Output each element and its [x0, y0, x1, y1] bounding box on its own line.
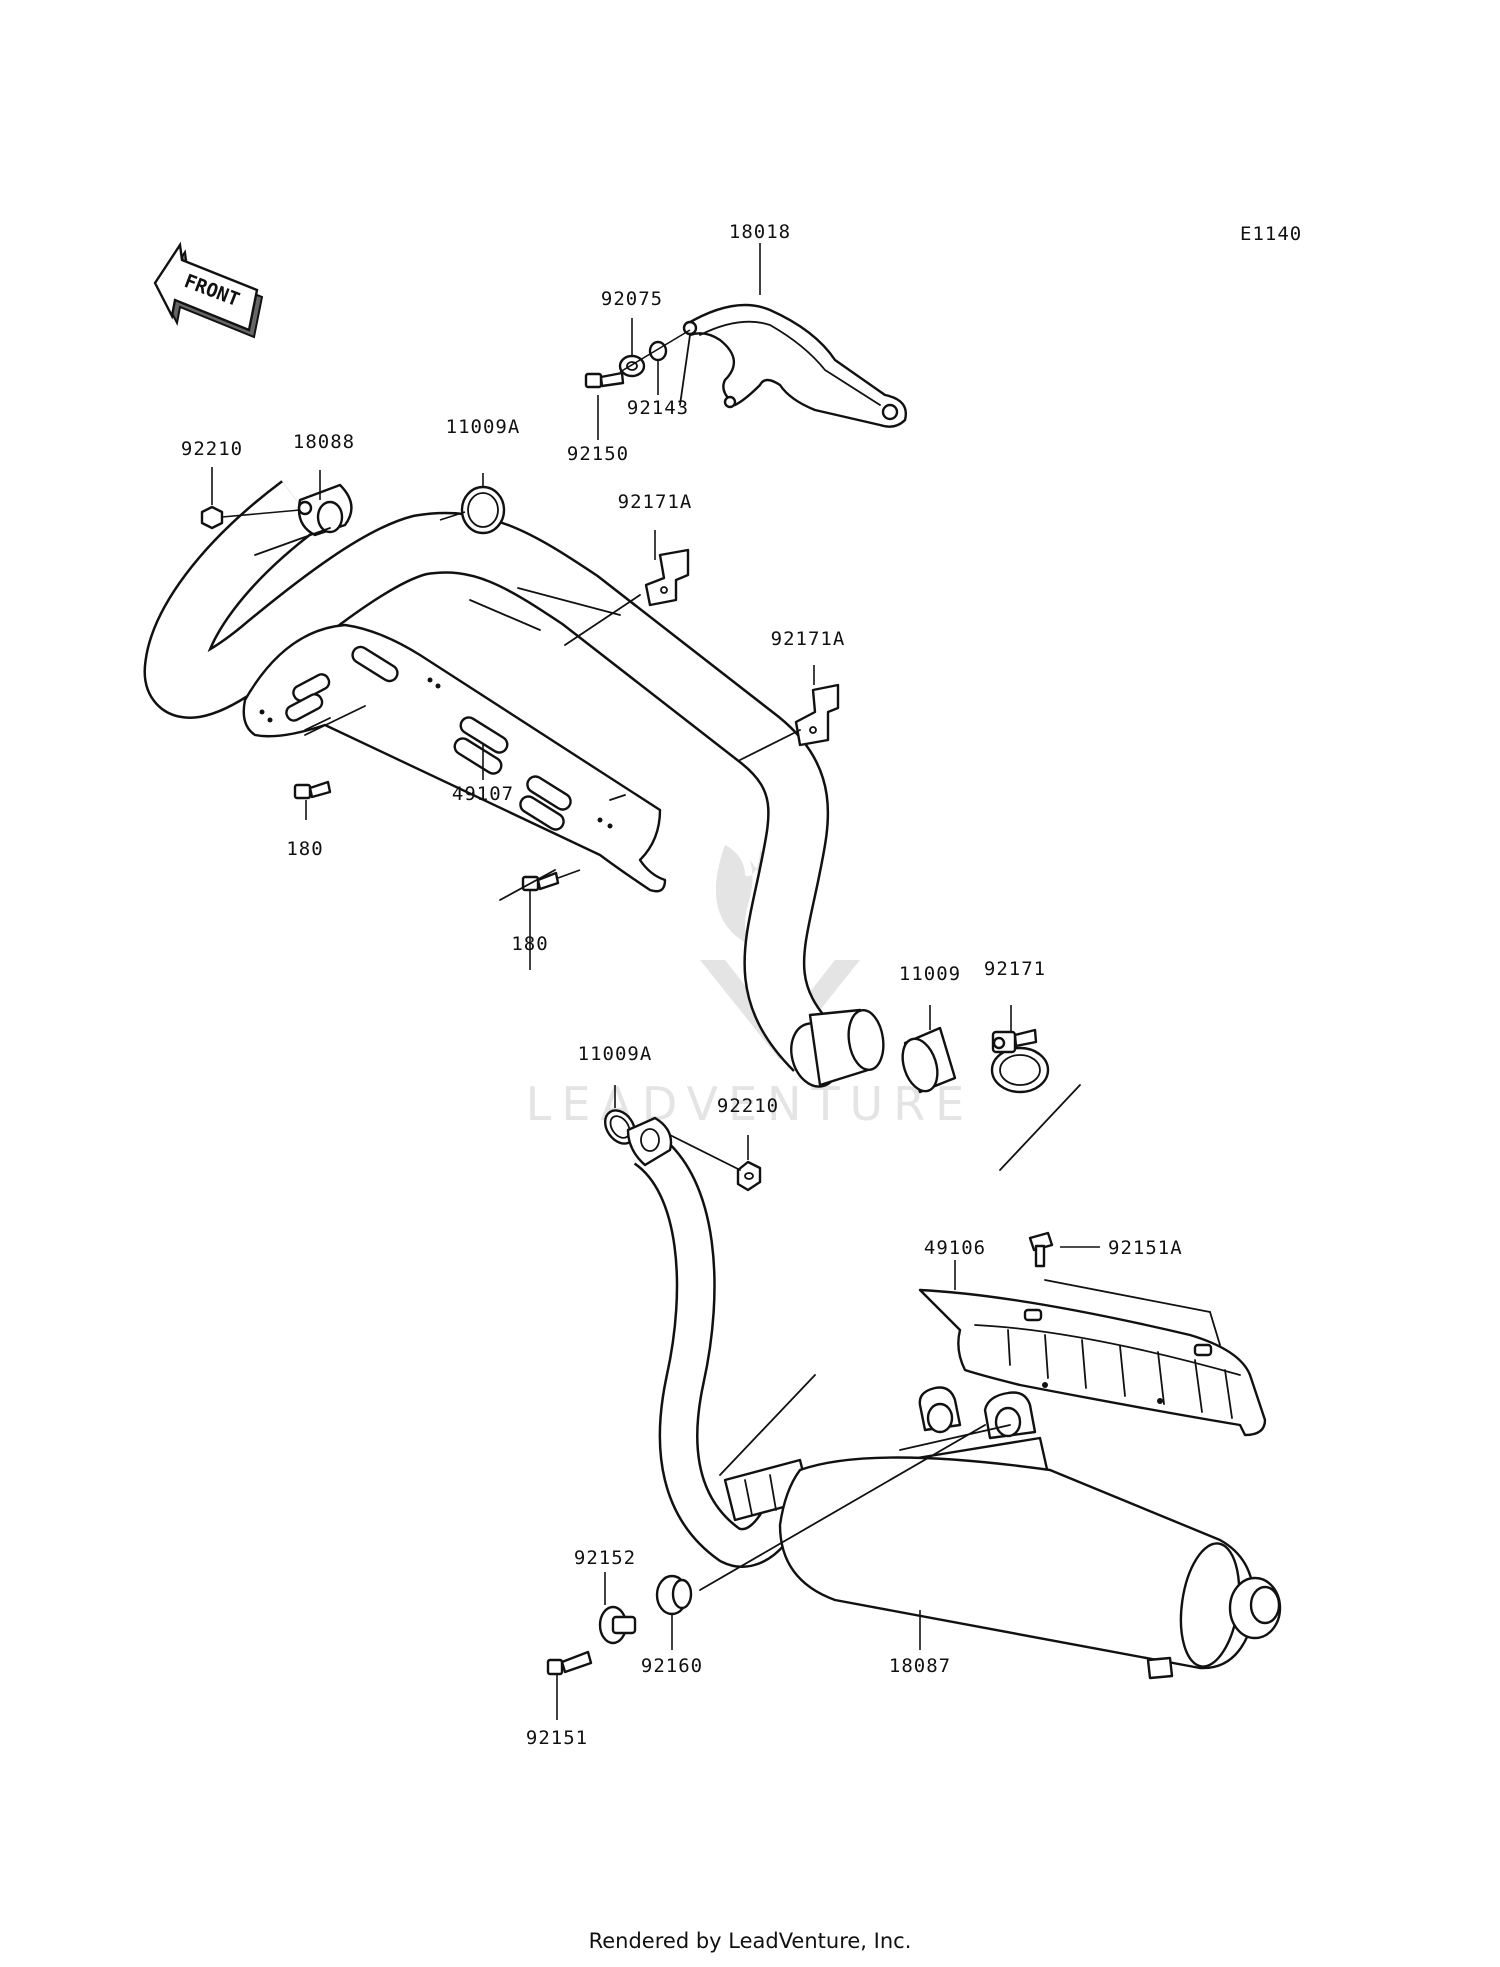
label-180-b: 180 [511, 933, 548, 955]
bracket-92171A-1 [644, 548, 690, 607]
clamp-92171 [990, 1028, 1050, 1094]
grommet-92160 [655, 1574, 693, 1616]
muffler-18087 [778, 1386, 1282, 1680]
front-arrow-icon: FRONT [153, 241, 264, 339]
label-92150: 92150 [567, 443, 629, 465]
heat-shield-49107 [242, 623, 667, 893]
label-18088: 18088 [293, 431, 355, 453]
label-11009A-bottom: 11009A [578, 1043, 653, 1065]
watermark: LEADVENTURE [526, 845, 975, 1131]
diagram-code: E1140 [1240, 223, 1302, 245]
bolt-92151A [1028, 1231, 1054, 1268]
bolt-92151 [546, 1650, 593, 1676]
label-180-a: 180 [286, 838, 323, 860]
label-92075: 92075 [601, 288, 663, 310]
label-11009: 11009 [899, 963, 961, 985]
label-11009A-top: 11009A [446, 416, 521, 438]
watermark-v-icon [700, 960, 860, 1060]
nut-92210-bottom [736, 1160, 762, 1192]
label-18087: 18087 [889, 1655, 951, 1677]
label-92152: 92152 [574, 1547, 636, 1569]
heat-guard-18018 [682, 303, 907, 428]
footer-credit: Rendered by LeadVenture, Inc. [589, 1929, 912, 1953]
watermark-text: LEADVENTURE [526, 1077, 975, 1131]
label-92171A-2: 92171A [771, 628, 846, 650]
leader-lines [211, 243, 1100, 1720]
bolt-180-a [293, 780, 332, 800]
label-92151: 92151 [526, 1727, 588, 1749]
label-92210-bottom: 92210 [717, 1095, 779, 1117]
nut-92210-top [200, 505, 224, 530]
bolt-92150 [584, 371, 625, 389]
washer-92143 [648, 340, 668, 362]
label-92171: 92171 [984, 958, 1046, 980]
label-92171A-1: 92171A [618, 491, 693, 513]
bracket-92171A-2 [794, 683, 840, 747]
label-92143: 92143 [627, 397, 689, 419]
assembly-guide-lines [254, 334, 1221, 1591]
label-49106: 49106 [924, 1237, 986, 1259]
heat-shield-49106 [918, 1288, 1267, 1437]
label-92210-top: 92210 [181, 438, 243, 460]
label-92160: 92160 [641, 1655, 703, 1677]
label-92151A: 92151A [1108, 1237, 1183, 1259]
part-labels: 18018 92075 92143 92150 92210 18088 1100… [181, 221, 1183, 1749]
bolt-180-b [521, 871, 560, 892]
rear-exhaust-pipe [626, 1116, 812, 1568]
label-49107: 49107 [452, 783, 514, 805]
front-exhaust-pipe [143, 480, 885, 1088]
label-18018: 18018 [729, 221, 791, 243]
flange-18088 [297, 483, 353, 537]
gasket-11009 [901, 1026, 957, 1094]
gasket-11009A-top [460, 485, 506, 535]
collar-92152 [598, 1605, 637, 1645]
